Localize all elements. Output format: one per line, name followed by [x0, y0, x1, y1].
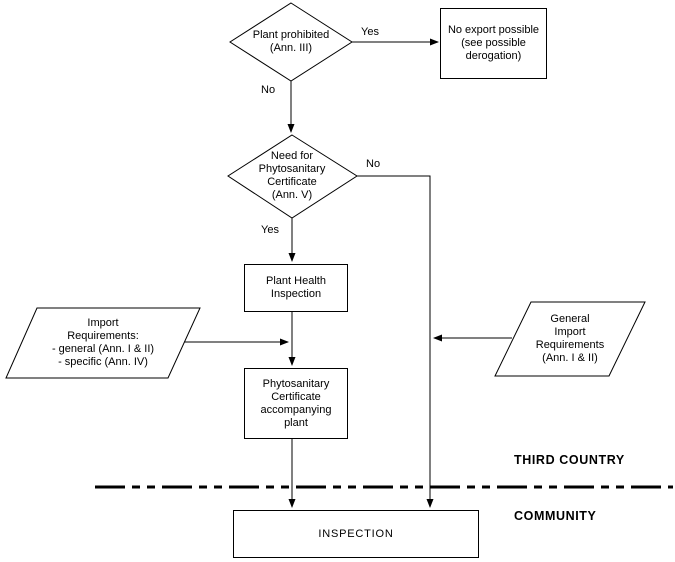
node-inspection: INSPECTION: [233, 510, 479, 558]
region-label-third-country: THIRD COUNTRY: [514, 453, 625, 467]
edge-label-prohibited-yes: Yes: [361, 26, 379, 38]
decision-need-certificate-label: Need for Phytosanitary Certificate (Ann.…: [258, 150, 326, 201]
node-no-export: No export possible (see possible derogat…: [440, 8, 547, 79]
data-general-import-requirements-label: General Import Requirements (Ann. I & II…: [535, 313, 605, 364]
edge-label-prohibited-no: No: [261, 84, 276, 96]
decision-plant-prohibited-label: Plant prohibited (Ann. III): [252, 29, 330, 54]
region-label-community: COMMUNITY: [514, 509, 597, 523]
data-import-requirements-label: Import Requirements: - general (Ann. I &…: [51, 317, 155, 368]
node-plant-health-inspection: Plant Health Inspection: [244, 264, 348, 312]
edge-label-certificate-no: No: [366, 158, 381, 170]
data-general-import-requirements-shape: [494, 301, 646, 377]
edge-label-certificate-yes: Yes: [261, 224, 279, 236]
edge-certificate-no: [357, 175, 434, 508]
data-import-requirements-shape: [5, 307, 201, 379]
node-phytosanitary-certificate: Phytosanitary Certificate accompanying p…: [244, 368, 348, 439]
